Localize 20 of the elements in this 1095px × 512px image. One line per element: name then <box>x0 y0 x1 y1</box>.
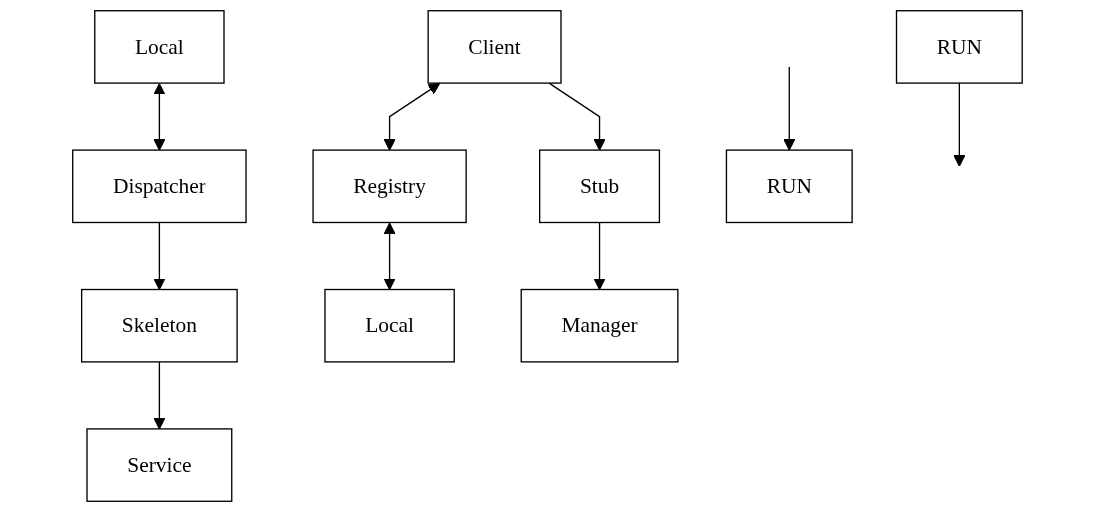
node-box: Registry <box>312 149 467 224</box>
arrow <box>783 66 796 151</box>
node-box: Stub <box>539 149 661 224</box>
arrow <box>153 221 166 291</box>
node-box: Dispatcher <box>72 149 247 224</box>
node-box: Client <box>427 10 562 84</box>
node-box: RUN <box>895 10 1023 84</box>
arrow <box>383 222 396 291</box>
node-box: Skeleton <box>81 288 238 363</box>
node-box: RUN <box>725 149 853 224</box>
node-box: Service <box>86 428 233 502</box>
arrow <box>153 83 166 151</box>
node-box: Manager <box>520 288 679 363</box>
node-box: Local <box>94 10 225 84</box>
arrow <box>953 82 966 167</box>
arrow <box>548 82 606 151</box>
node-box: Local <box>324 288 455 363</box>
arrow <box>383 82 441 151</box>
arrow <box>153 361 166 430</box>
arrow <box>593 221 606 291</box>
